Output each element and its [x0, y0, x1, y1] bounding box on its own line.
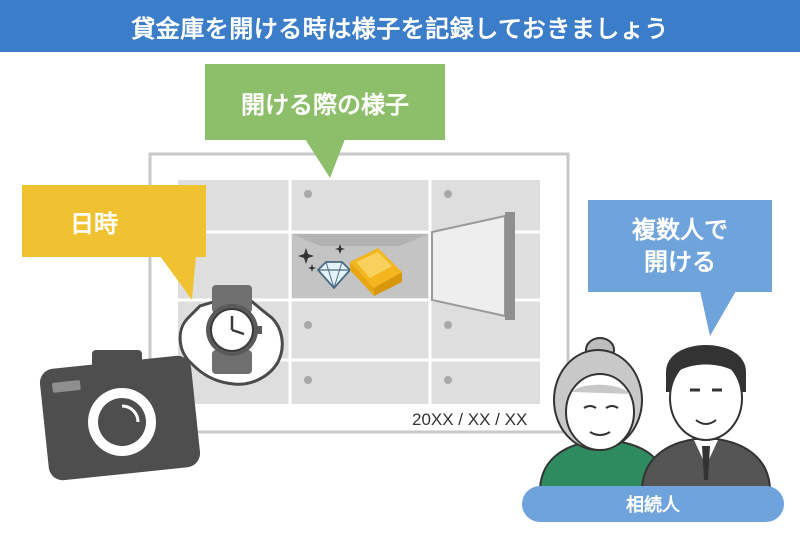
callout-multiple-people-text: 複数人で 開ける	[632, 216, 728, 276]
heirs-illustration	[522, 337, 784, 522]
wristwatch-icon	[178, 285, 284, 386]
callout-scene	[205, 64, 445, 178]
sparkle-icon	[298, 244, 345, 272]
page-title-banner: 貸金庫を開ける時は様子を記録しておきましょう	[0, 0, 800, 52]
gold-bar-icon	[350, 248, 402, 296]
elderly-woman-avatar	[538, 337, 670, 489]
callout-scene-text: 開ける際の様子	[241, 90, 409, 119]
heirs-label: 相続人	[626, 495, 680, 516]
photo-date-stamp: 20XX / XX / XX	[412, 410, 528, 429]
open-safe-box-icon	[431, 212, 515, 320]
callout-multiple-people	[588, 200, 772, 336]
diamond-icon	[316, 261, 352, 290]
heirs-label-bar	[522, 486, 784, 522]
man-avatar	[640, 345, 772, 489]
callout-datetime	[22, 185, 206, 300]
camera-icon	[39, 350, 201, 481]
photo-frame	[148, 152, 570, 434]
callout-datetime-text: 日時	[70, 209, 118, 238]
page-title: 貸金庫を開ける時は様子を記録しておきましょう	[131, 14, 669, 43]
